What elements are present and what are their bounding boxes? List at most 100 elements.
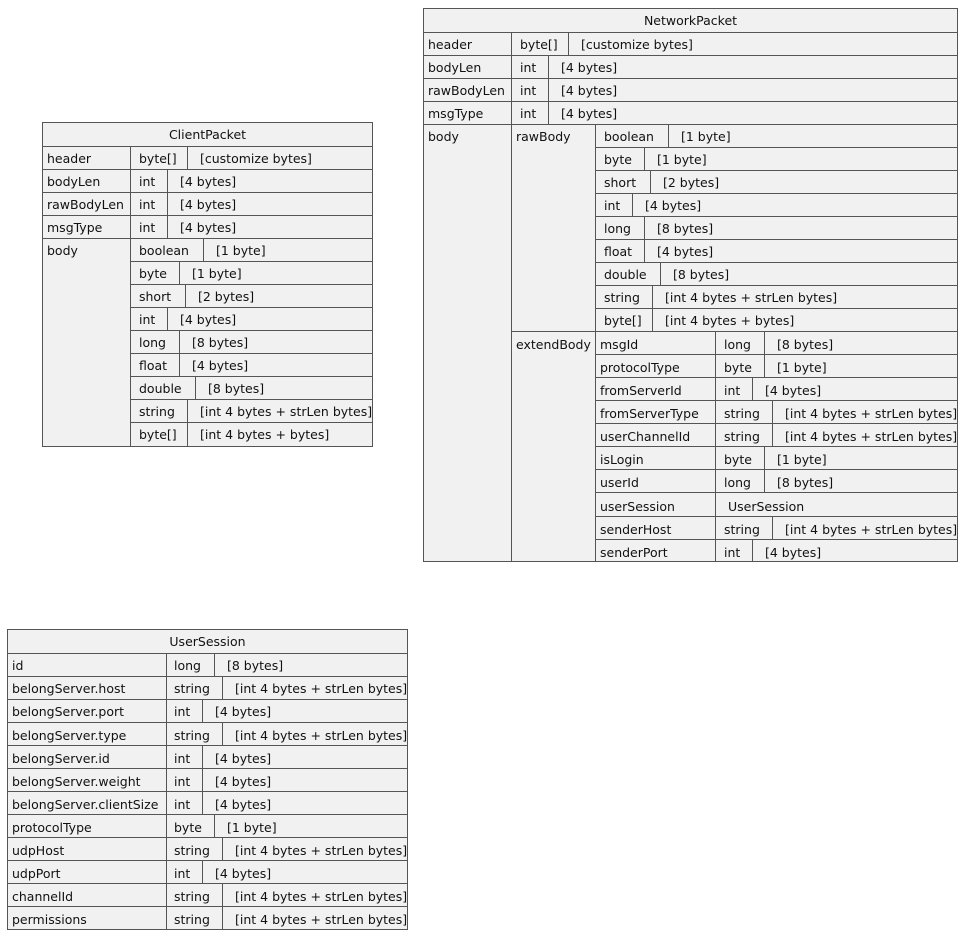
- client-row-divider: [43, 215, 372, 216]
- client-row-divider: [43, 192, 372, 193]
- user-session-box: UserSession id long [8 bytes] belongServ…: [7, 629, 408, 930]
- client-body-field-size: [4 bytes]: [180, 312, 237, 327]
- network-extend-field-name: senderPort: [600, 545, 668, 560]
- client-packet-title: ClientPacket: [43, 123, 372, 147]
- network-rawbody-field-size: [1 byte]: [681, 129, 731, 144]
- network-packet-title: NetworkPacket: [424, 9, 957, 33]
- client-body-field-size: [8 bytes]: [208, 381, 265, 396]
- network-extend-field-name: userId: [600, 475, 639, 490]
- network-row-divider: [424, 101, 957, 102]
- network-rawbody-field-size: [8 bytes]: [657, 221, 714, 236]
- session-divider: [202, 768, 203, 791]
- network-row-divider: [424, 78, 957, 79]
- session-row-divider: [8, 814, 407, 815]
- session-divider: [202, 699, 203, 722]
- client-body-field-size: [8 bytes]: [192, 335, 249, 350]
- network-divider: [764, 331, 765, 354]
- network-row-divider: [424, 124, 957, 125]
- network-divider: [764, 354, 765, 377]
- session-field-name: udpHost: [12, 843, 65, 858]
- network-extend-field-size: [8 bytes]: [777, 475, 834, 490]
- network-extend-field-name: senderHost: [600, 522, 672, 537]
- client-divider: [187, 399, 188, 422]
- session-divider: [222, 837, 223, 860]
- network-rawbody-field-type: double: [604, 267, 647, 282]
- session-row-divider: [8, 883, 407, 884]
- session-field-type: int: [174, 774, 191, 789]
- network-extend-field-size: [4 bytes]: [765, 383, 822, 398]
- network-body-name: body: [428, 129, 459, 144]
- session-field-size: [1 byte]: [227, 820, 277, 835]
- client-packet-box: ClientPacket header byte[] [customize by…: [42, 122, 373, 447]
- client-row-divider: [130, 399, 372, 400]
- network-divider: [668, 124, 669, 147]
- session-field-name: channelId: [12, 889, 74, 904]
- session-field-name: id: [12, 658, 24, 673]
- session-field-name: belongServer.type: [12, 728, 127, 743]
- client-body-field-size: [int 4 bytes + bytes]: [200, 427, 330, 442]
- session-field-type: int: [174, 704, 191, 719]
- client-bodylen-name: bodyLen: [47, 174, 101, 189]
- session-field-size: [8 bytes]: [227, 658, 284, 673]
- session-row-divider: [8, 722, 407, 723]
- network-divider: [715, 423, 716, 446]
- network-rawbody-field-size: [int 4 bytes + bytes]: [665, 313, 795, 328]
- client-row-divider: [130, 422, 372, 423]
- network-extend-field-type: byte: [724, 360, 752, 375]
- network-row-divider: [511, 331, 957, 332]
- network-rawbody-field-size: [8 bytes]: [673, 267, 730, 282]
- client-row-divider: [43, 238, 372, 239]
- client-divider: [195, 376, 196, 399]
- network-divider: [595, 124, 596, 331]
- network-extend-field-name: userSession: [600, 499, 675, 514]
- session-divider: [222, 722, 223, 745]
- network-header-name: header: [428, 37, 473, 52]
- network-msgtype-size: [4 bytes]: [561, 106, 618, 121]
- network-rawbody-field-type: string: [604, 290, 640, 305]
- client-divider: [179, 353, 180, 376]
- client-row-divider: [130, 307, 372, 308]
- client-divider: [130, 238, 131, 447]
- network-divider: [715, 354, 716, 377]
- network-rawbody-field-size: [int 4 bytes + strLen bytes]: [665, 290, 838, 305]
- client-rawbodylen-type: int: [139, 197, 156, 212]
- client-row-divider: [130, 330, 372, 331]
- session-divider: [222, 906, 223, 929]
- network-row-divider: [424, 55, 957, 56]
- network-row-divider: [595, 423, 957, 424]
- network-extend-field-name: userChannelId: [600, 429, 691, 444]
- session-field-name: protocolType: [12, 820, 92, 835]
- network-rawbody-field-type: byte[]: [604, 313, 642, 328]
- session-row-divider: [8, 791, 407, 792]
- client-bodylen-size: [4 bytes]: [180, 174, 237, 189]
- client-header-type: byte[]: [139, 151, 177, 166]
- network-extend-field-type: long: [724, 475, 751, 490]
- client-body-field-type: string: [139, 404, 175, 419]
- network-header-type: byte[]: [520, 37, 558, 52]
- session-field-size: [int 4 bytes + strLen bytes]: [235, 843, 408, 858]
- network-divider: [652, 308, 653, 331]
- client-divider: [179, 330, 180, 353]
- network-divider: [715, 446, 716, 469]
- session-field-name: belongServer.id: [12, 751, 110, 766]
- network-rawbody-field-type: boolean: [604, 129, 654, 144]
- network-row-divider: [595, 147, 957, 148]
- network-row-divider: [595, 377, 957, 378]
- session-field-type: string: [174, 843, 210, 858]
- network-extend-field-type: int: [724, 383, 741, 398]
- client-divider: [130, 146, 131, 169]
- session-field-type: string: [174, 912, 210, 927]
- network-extend-field-size: [1 byte]: [777, 452, 827, 467]
- network-extend-field-type: UserSession: [728, 499, 805, 514]
- session-field-name: belongServer.port: [12, 704, 125, 719]
- network-extend-field-name: isLogin: [600, 452, 644, 467]
- network-row-divider: [595, 469, 957, 470]
- session-field-size: [int 4 bytes + strLen bytes]: [235, 681, 408, 696]
- network-divider: [752, 539, 753, 562]
- session-field-size: [4 bytes]: [215, 797, 272, 812]
- network-divider: [764, 469, 765, 492]
- network-bodylen-type: int: [520, 60, 537, 75]
- session-field-size: [int 4 bytes + strLen bytes]: [235, 912, 408, 927]
- session-row-divider: [8, 676, 407, 677]
- session-field-name: belongServer.weight: [12, 774, 141, 789]
